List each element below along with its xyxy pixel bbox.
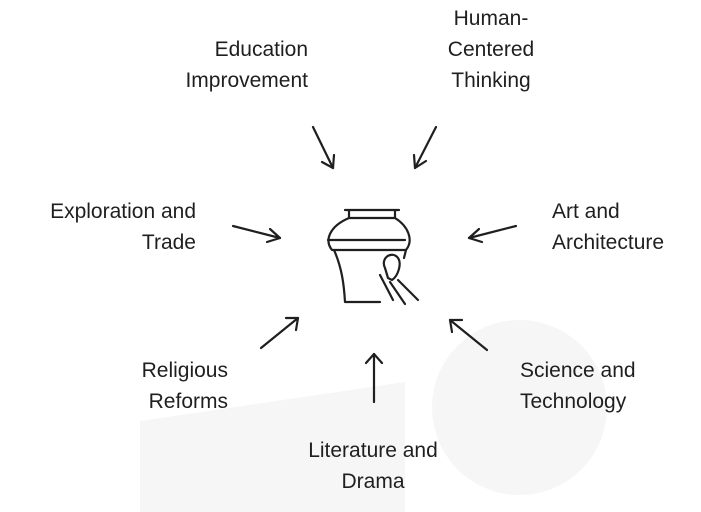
arrow-education [311, 125, 336, 170]
node-exploration-and-trade: Exploration and Trade [50, 196, 196, 258]
vase-with-paintbrush-icon [326, 208, 420, 306]
node-label-line: Architecture [552, 231, 665, 254]
node-label-line: Exploration and [50, 200, 196, 223]
node-label-line: Science and [520, 359, 636, 382]
node-religious-reforms: Religious Reforms [142, 355, 228, 417]
node-label-line: Thinking [451, 69, 531, 92]
arrow-art [467, 224, 518, 244]
node-label-line: Human- [453, 7, 529, 30]
node-label-line: Drama [341, 470, 405, 493]
node-literature-and-drama: Literature and Drama [283, 435, 463, 497]
node-label-line: Trade [141, 231, 196, 254]
node-label-line: Reforms [148, 390, 228, 413]
arrow-human [412, 125, 438, 170]
arrow-literature [364, 352, 384, 404]
arrow-religious [259, 316, 300, 350]
node-education-improvement: Education Improvement [185, 34, 308, 96]
node-science-and-technology: Science and Technology [520, 355, 636, 417]
node-art-and-architecture: Art and Architecture [552, 196, 664, 258]
node-label-line: Literature and [308, 439, 438, 462]
arrow-science [448, 318, 489, 352]
node-human-centered-thinking: Human- Centered Thinking [436, 3, 546, 96]
node-label-line: Improvement [185, 69, 308, 92]
node-label-line: Art and [552, 200, 620, 223]
node-label-line: Education [214, 38, 308, 61]
node-label-line: Centered [447, 38, 535, 61]
watermark-circle [432, 320, 607, 495]
node-label-line: Religious [141, 359, 228, 382]
node-label-line: Technology [520, 390, 627, 413]
arrow-exploration [231, 224, 282, 244]
